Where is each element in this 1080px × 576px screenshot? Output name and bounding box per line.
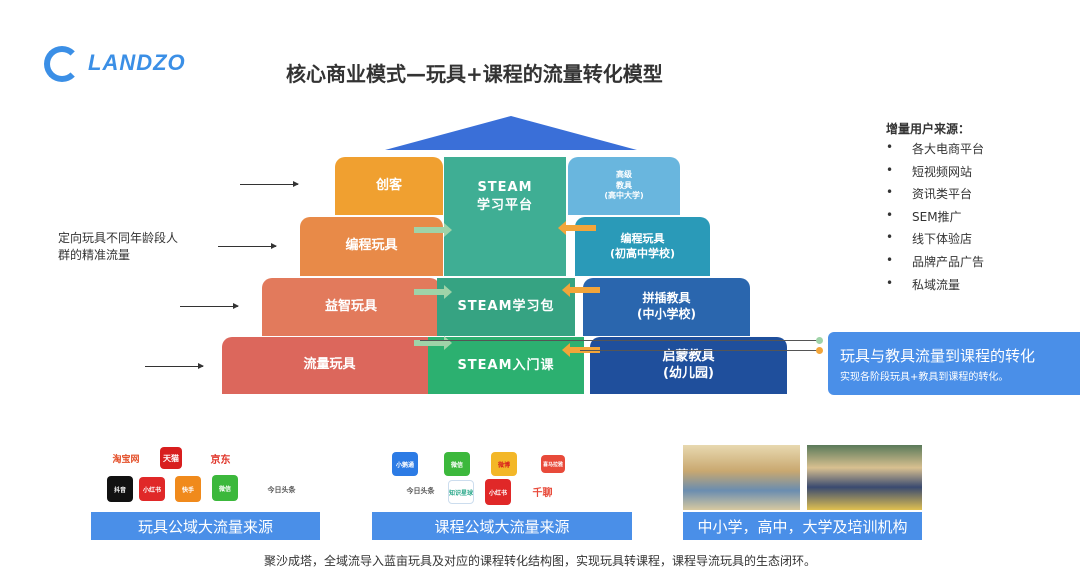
- conversion-subtitle: 实现各阶段玩具+教具到课程的转化。: [840, 372, 1009, 383]
- page-title: 核心商业模式—玩具+课程的流量转化模型: [286, 62, 663, 86]
- green-arrow-icon: [414, 336, 452, 350]
- green-arrow-icon: [414, 223, 452, 237]
- qianliao-logo: 千聊: [532, 487, 553, 499]
- tier-advanced-aids: 高级 教具 (高中大学): [568, 157, 680, 215]
- sources-list: 各大电商平台 短视频网站 资讯类平台 SEM推广 线下体验店 品牌产品广告 私域…: [886, 140, 984, 298]
- connector-line: [420, 340, 820, 341]
- toy-traffic-bar: 玩具公域大流量来源: [91, 512, 320, 540]
- steam-kit: STEAM学习包: [437, 278, 575, 336]
- pyramid-roof: [385, 116, 637, 150]
- arrow-icon: [145, 363, 204, 369]
- dot-icon: [816, 347, 823, 354]
- zsxq-logo: 知识星球: [448, 480, 474, 504]
- tier-building-aids: 拼插教具 (中小学校): [583, 278, 750, 336]
- students-photo: [807, 445, 922, 510]
- brand-logo: LANDZO: [88, 50, 186, 75]
- source-item: 资讯类平台: [886, 185, 984, 208]
- dot-icon: [816, 337, 823, 344]
- tier-puzzle-toys: 益智玩具: [262, 278, 440, 336]
- caption: 聚沙成塔，全域流导入蓝亩玩具及对应的课程转化结构图，实现玩具转课程，课程导流玩具…: [263, 554, 816, 568]
- tier-programming-aids: 编程玩具 (初高中学校): [575, 217, 710, 276]
- arrow-icon: [180, 303, 239, 309]
- green-arrow-icon: [414, 285, 452, 299]
- source-item: 短视频网站: [886, 163, 984, 186]
- wechat-logo: 微信: [444, 452, 470, 476]
- arrow-icon: [218, 243, 277, 249]
- source-item: 各大电商平台: [886, 140, 984, 163]
- orange-arrow-icon: [558, 221, 596, 235]
- conversion-title: 玩具与教具流量到课程的转化: [840, 347, 1036, 365]
- tier-traffic-toys: 流量玩具: [222, 337, 437, 394]
- jd-logo: 京东: [210, 454, 231, 466]
- orange-arrow-icon: [562, 283, 600, 297]
- course-traffic-bar: 课程公域大流量来源: [372, 512, 632, 540]
- sources-title: 增量用户来源：: [886, 122, 971, 136]
- institutions-bar: 中小学，高中，大学及培训机构: [683, 512, 922, 540]
- xiaohongshu-logo: 小红书: [485, 479, 511, 505]
- left-note: 定向玩具不同年龄段人群的精准流量: [58, 231, 179, 263]
- xiaohongshu-logo: 小红书: [139, 477, 165, 501]
- classroom-photo: [683, 445, 800, 510]
- steam-platform: STEAM 学习平台: [444, 157, 566, 276]
- connector-line: [580, 350, 820, 351]
- tier-enlightenment-aids: 启蒙教具 (幼儿园): [590, 337, 787, 394]
- arrow-icon: [240, 181, 299, 187]
- source-item: 私域流量: [886, 276, 984, 299]
- xiaoetong-logo: 小鹅通: [392, 452, 418, 476]
- source-item: 线下体验店: [886, 230, 984, 253]
- ximalaya-logo: 喜马拉雅: [541, 455, 565, 473]
- wechat-logo: 微信: [212, 475, 238, 501]
- taobao-logo: 淘宝网: [112, 454, 140, 465]
- douyin-logo: 抖音: [107, 476, 133, 502]
- toutiao-logo: 今日头条: [267, 486, 296, 494]
- brand-logo-icon: [44, 46, 80, 82]
- tier-programming-toys: 编程玩具: [300, 217, 443, 276]
- tmall-logo: 天猫: [160, 447, 182, 469]
- conversion-box: 玩具与教具流量到课程的转化 实现各阶段玩具+教具到课程的转化。: [828, 332, 1080, 395]
- weibo-logo: 微博: [491, 452, 517, 476]
- kuaishou-logo: 快手: [175, 476, 201, 502]
- toutiao-logo: 今日头条: [406, 487, 435, 495]
- source-item: 品牌产品广告: [886, 253, 984, 276]
- steam-intro-course: STEAM入门课: [428, 337, 584, 394]
- source-item: SEM推广: [886, 208, 984, 231]
- tier-maker: 创客: [335, 157, 443, 215]
